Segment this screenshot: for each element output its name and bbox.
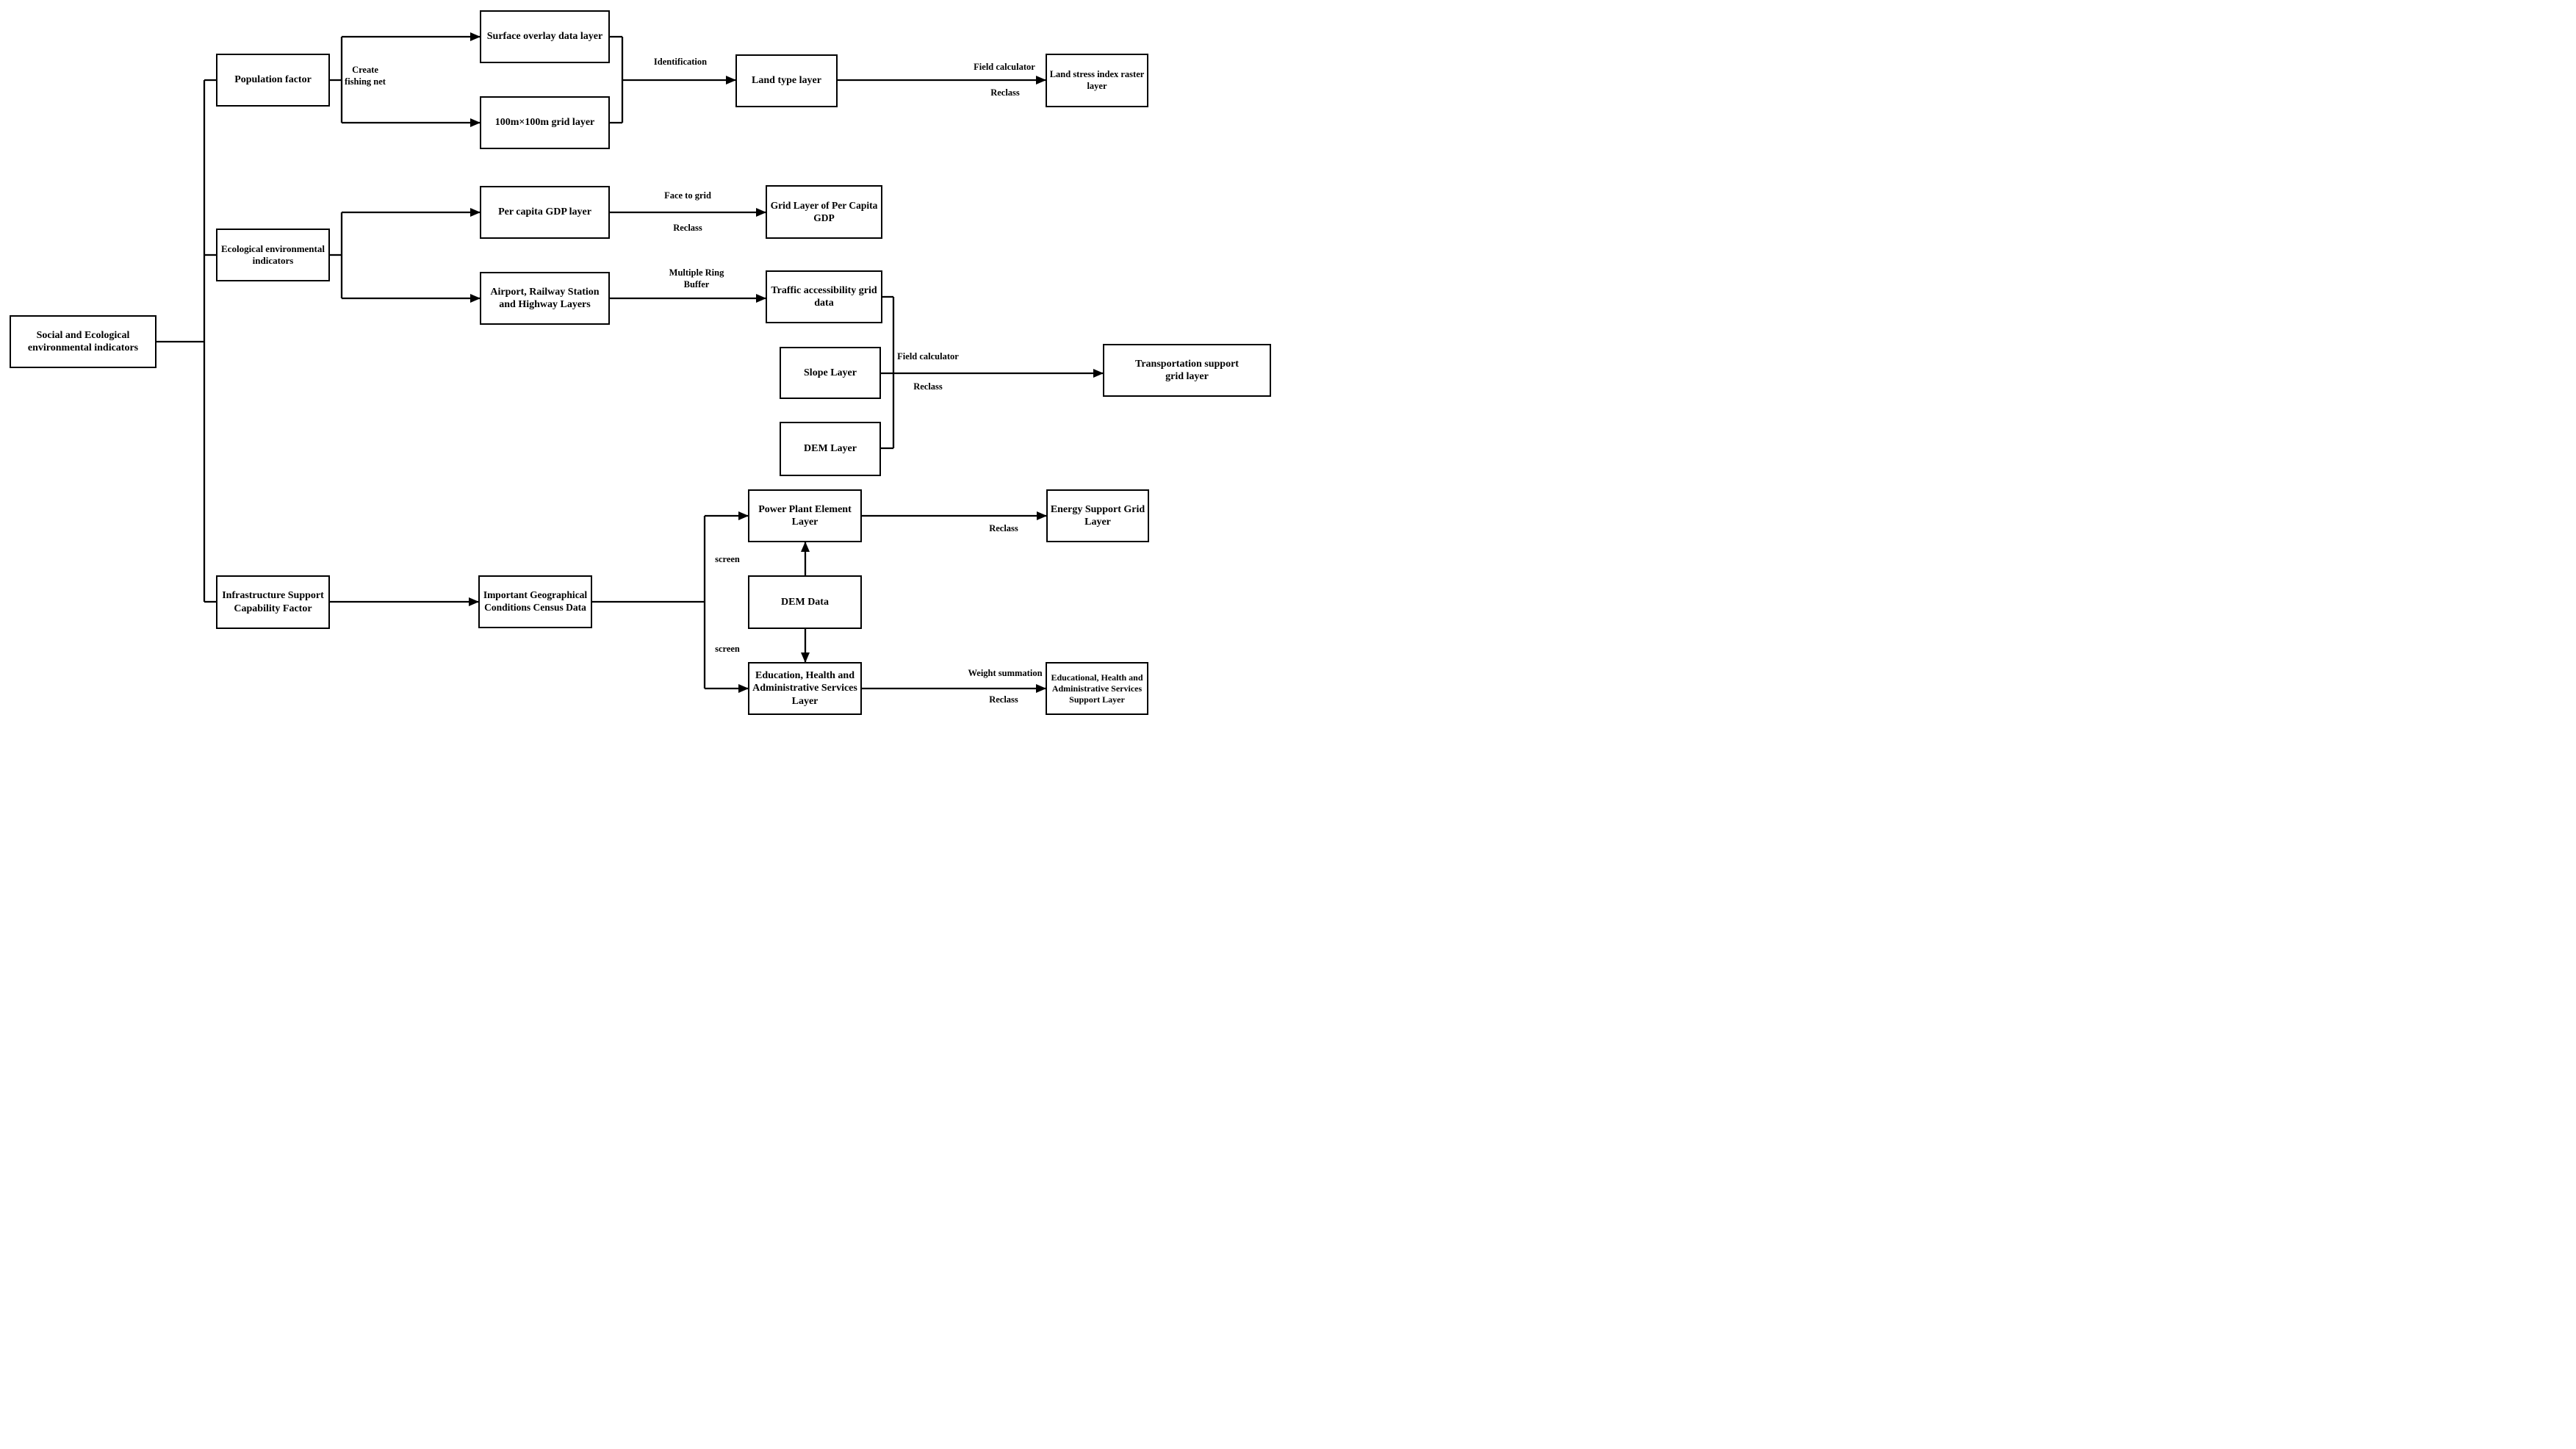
node-label-land-type-layer: Land type layer	[752, 75, 821, 87]
node-population-factor: Population factor	[216, 54, 330, 107]
node-surface-overlay-data-layer: Surface overlay data layer	[480, 10, 610, 63]
edge-label-multiple-ring-buffer: Multiple Ring Buffer	[669, 267, 724, 290]
node-label-infrastructure-support-capability-factor: Infrastructure Support Capability Factor	[222, 590, 324, 614]
node-label-power-plant-element-layer: Power Plant Element Layer	[758, 503, 852, 528]
node-label-energy-support-grid-layer: Energy Support Grid Layer	[1050, 503, 1145, 528]
node-transportation-support-grid-layer: Transportation support grid layer	[1103, 344, 1271, 397]
node-airport-railway-highway-layers: Airport, Railway Station and Highway Lay…	[480, 272, 610, 325]
node-label-slope-layer: Slope Layer	[804, 367, 857, 378]
node-ecological-environmental-indicators: Ecological environmental indicators	[216, 229, 330, 281]
node-slope-layer: Slope Layer	[780, 347, 881, 399]
node-per-capita-gdp-layer: Per capita GDP layer	[480, 186, 610, 239]
node-label-educational-health-admin-services-support-layer: Educational, Health and Administrative S…	[1051, 672, 1143, 705]
node-label-social-ecological-indicators: Social and Ecological environmental indi…	[27, 329, 139, 354]
edge-label-reclass-land: Reclass	[990, 87, 1020, 98]
node-dem-layer: DEM Layer	[780, 422, 881, 476]
node-social-ecological-indicators: Social and Ecological environmental indi…	[10, 315, 156, 368]
node-label-education-health-admin-services-layer: Education, Health and Administrative Ser…	[752, 669, 857, 707]
edge-label-reclass-transport: Reclass	[913, 381, 943, 392]
node-land-stress-index-raster-layer: Land stress index raster layer	[1046, 54, 1148, 107]
node-educational-health-admin-services-support-layer: Educational, Health and Administrative S…	[1046, 662, 1148, 715]
edge-label-reclass-gdp: Reclass	[673, 223, 702, 233]
flowchart-canvas: Social and Ecological environmental indi…	[0, 0, 1288, 724]
node-label-per-capita-gdp-layer: Per capita GDP layer	[498, 206, 591, 218]
edge-label-reclass-energy: Reclass	[989, 523, 1018, 533]
edge-label-field-calculator-land: Field calculator	[974, 62, 1035, 72]
node-infrastructure-support-capability-factor: Infrastructure Support Capability Factor	[216, 575, 330, 629]
node-label-ecological-environmental-indicators: Ecological environmental indicators	[221, 242, 325, 266]
edge-label-reclass-education: Reclass	[989, 694, 1018, 705]
node-label-dem-layer: DEM Layer	[804, 443, 857, 455]
node-power-plant-element-layer: Power Plant Element Layer	[748, 489, 862, 542]
edge-label-face-to-grid: Face to grid	[664, 190, 711, 201]
node-dem-data: DEM Data	[748, 575, 862, 629]
node-label-important-geographical-conditions-census-data: Important Geographical Conditions Census…	[483, 589, 588, 613]
node-label-transportation-support-grid-layer: Transportation support grid layer	[1135, 358, 1239, 383]
node-important-geographical-conditions-census-data: Important Geographical Conditions Census…	[478, 575, 592, 628]
node-label-grid-100m-layer: 100m×100m grid layer	[494, 117, 595, 129]
flowchart-edges	[156, 32, 1104, 693]
edge-label-screen-power: screen	[715, 554, 740, 564]
node-label-grid-layer-per-capita-gdp: Grid Layer of Per Capita GDP	[770, 199, 878, 223]
node-grid-100m-layer: 100m×100m grid layer	[480, 96, 610, 149]
edge-label-identification: Identification	[653, 57, 708, 67]
edge-label-weight-summation: Weight summation	[968, 668, 1043, 678]
node-energy-support-grid-layer: Energy Support Grid Layer	[1046, 489, 1149, 542]
node-label-population-factor: Population factor	[234, 74, 312, 86]
edge-label-field-calculator-transport: Field calculator	[897, 351, 959, 362]
node-label-dem-data: DEM Data	[781, 596, 829, 608]
node-label-surface-overlay-data-layer: Surface overlay data layer	[486, 31, 603, 43]
node-label-land-stress-index-raster-layer: Land stress index raster layer	[1049, 68, 1145, 91]
node-traffic-accessibility-grid-data: Traffic accessibility grid data	[766, 270, 882, 323]
node-label-traffic-accessibility-grid-data: Traffic accessibility grid data	[771, 284, 877, 309]
node-label-airport-railway-highway-layers: Airport, Railway Station and Highway Lay…	[490, 286, 600, 311]
edge-label-screen-education: screen	[715, 644, 740, 654]
node-land-type-layer: Land type layer	[735, 54, 838, 107]
edge-label-create-fishing-net: Create fishing net	[345, 65, 386, 87]
node-grid-layer-per-capita-gdp: Grid Layer of Per Capita GDP	[766, 185, 882, 239]
node-education-health-admin-services-layer: Education, Health and Administrative Ser…	[748, 662, 862, 715]
